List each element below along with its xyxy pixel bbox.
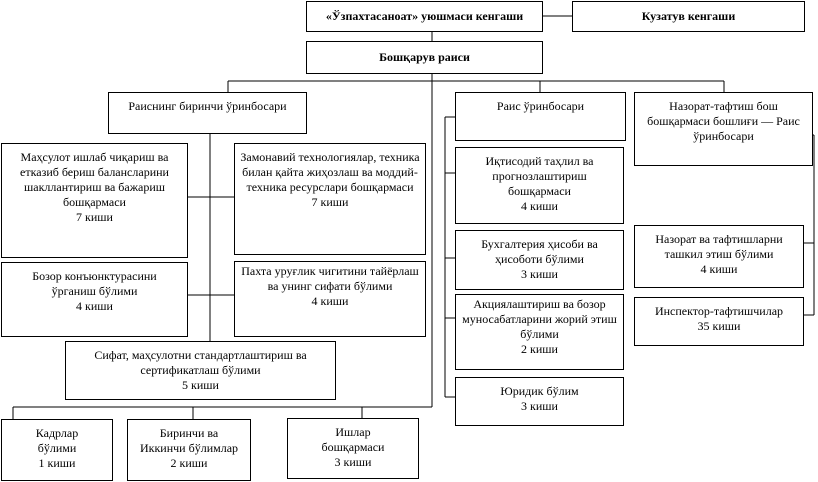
- unit-name: Ишлар бошқармаси: [321, 425, 385, 454]
- chairman-box: Бошқарув раиси: [306, 41, 543, 74]
- unit-staff: 1 киши: [38, 456, 76, 470]
- unit-staff: 4 киши: [76, 299, 113, 313]
- unit-name: Бухгалтерия ҳисоби ва ҳисоботи бўлими: [481, 237, 598, 266]
- first-deputy-label: Раиснинг биринчи ўринбосари: [128, 99, 287, 113]
- council-label: «Ўзпахтасаноат» уюшмаси кенгаши: [325, 9, 524, 23]
- unit-name: Биринчи ва Иккинчи бўлимлар: [139, 426, 239, 455]
- council-box: «Ўзпахтасаноат» уюшмаси кенгаши: [306, 1, 543, 32]
- unit-box: Замонавий технологиялар, техника билан қ…: [234, 143, 426, 255]
- first-deputy-box: Раиснинг биринчи ўринбосари: [108, 92, 307, 134]
- unit-box: Назорат ва тафтишларни ташкил этиш бўлим…: [634, 225, 804, 288]
- unit-name: Замонавий технологиялар, техника билан қ…: [240, 150, 420, 194]
- unit-name: Кадрлар бўлими: [35, 426, 79, 455]
- chairman-label: Бошқарув раиси: [379, 50, 470, 64]
- unit-box: Сифат, маҳсулотни стандартлаштириш ва се…: [65, 341, 336, 400]
- unit-box: Маҳсулот ишлаб чиқариш ва етказиб бериш …: [1, 143, 188, 258]
- unit-staff: 7 киши: [311, 195, 349, 209]
- unit-staff: 4 киши: [700, 262, 738, 276]
- unit-name: Акциялаштириш ва бозор муносабатларини ж…: [462, 297, 617, 341]
- audit-head-label: Назорат-тафтиш бош бошқармаси бошлиғи — …: [647, 99, 800, 143]
- unit-staff: 35 киши: [697, 319, 741, 333]
- unit-staff: 3 киши: [334, 455, 372, 469]
- unit-name: Назорат ва тафтишларни ташкил этиш бўлим…: [655, 232, 783, 261]
- unit-staff: 4 киши: [521, 199, 558, 213]
- unit-name: Инспектор-тафтишчилар: [654, 304, 784, 318]
- unit-staff: 7 киши: [76, 210, 113, 224]
- unit-staff: 4 киши: [311, 294, 349, 308]
- unit-staff: 3 киши: [521, 399, 558, 413]
- unit-staff: 3 киши: [521, 267, 558, 281]
- unit-staff: 2 киши: [521, 342, 558, 356]
- unit-staff: 5 киши: [182, 378, 219, 392]
- unit-name: Юридик бўлим: [500, 384, 579, 398]
- unit-name: Бозор конъюнктурасини ўрганиш бўлими: [32, 269, 157, 298]
- unit-name: Пахта уруғлик чигитини тайёрлаш ва унинг…: [241, 264, 419, 293]
- unit-name: Иқтисодий таҳлил ва прогнозлаштириш бошқ…: [485, 154, 594, 198]
- unit-staff: 2 киши: [170, 456, 208, 470]
- unit-name: Сифат, маҳсулотни стандартлаштириш ва се…: [94, 348, 307, 377]
- unit-name: Маҳсулот ишлаб чиқариш ва етказиб бериш …: [20, 150, 169, 209]
- unit-box: Пахта уруғлик чигитини тайёрлаш ва унинг…: [234, 261, 426, 337]
- supervisory-board-label: Кузатув кенгаши: [641, 9, 736, 23]
- unit-box: Акциялаштириш ва бозор муносабатларини ж…: [455, 294, 624, 370]
- supervisory-board-box: Кузатув кенгаши: [572, 1, 805, 32]
- audit-head-box: Назорат-тафтиш бош бошқармаси бошлиғи — …: [634, 92, 813, 166]
- deputy-label: Раис ўринбосари: [496, 99, 585, 113]
- deputy-box: Раис ўринбосари: [455, 92, 626, 141]
- unit-box: Иқтисодий таҳлил ва прогнозлаштириш бошқ…: [455, 147, 624, 224]
